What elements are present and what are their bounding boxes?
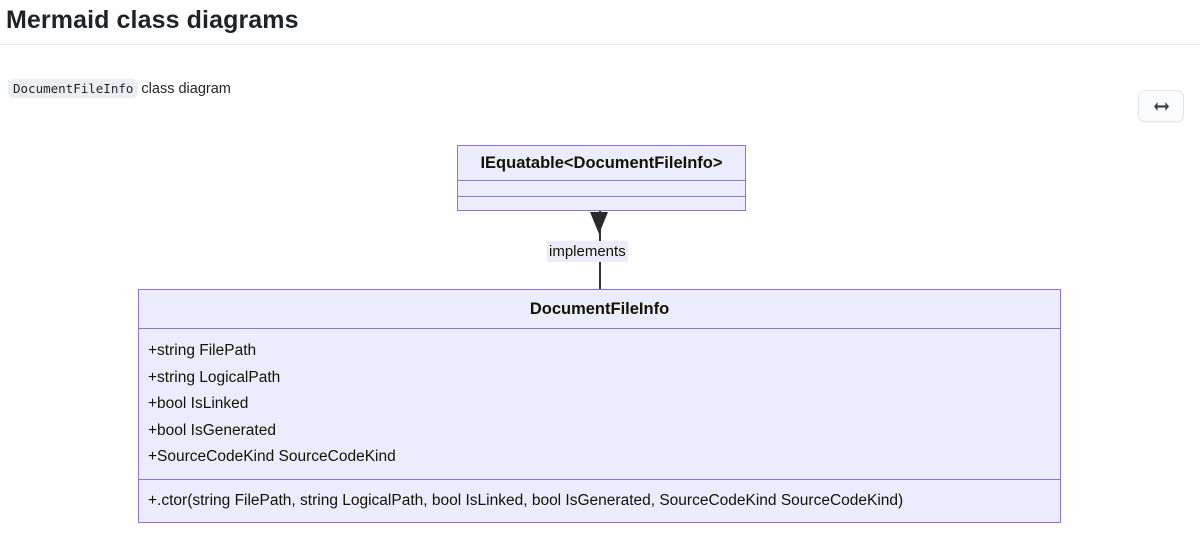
diagram-resize-button[interactable]	[1138, 90, 1184, 122]
mermaid-class-diagram: IEquatable<DocumentFileInfo> implements …	[0, 120, 1200, 543]
class-attribute-row: +SourceCodeKind SourceCodeKind	[148, 448, 396, 465]
class-node-interface[interactable]: IEquatable<DocumentFileInfo>	[457, 145, 746, 211]
caption-text: class diagram	[141, 81, 231, 97]
interface-attributes-section	[458, 181, 745, 196]
class-divider-2	[139, 478, 1060, 480]
class-attributes-section: +string FilePath +string LogicalPath +bo…	[139, 329, 1060, 479]
title-divider	[0, 44, 1200, 45]
left-right-arrow-icon	[1153, 100, 1170, 113]
interface-methods-section	[458, 197, 745, 212]
class-methods-section: +.ctor(string FilePath, string LogicalPa…	[139, 480, 1060, 521]
class-node-title: DocumentFileInfo	[529, 300, 670, 318]
relationship-arrowhead-icon	[590, 212, 608, 234]
interface-divider-1	[458, 180, 745, 181]
class-attribute-row: +string FilePath	[148, 342, 257, 359]
caption-code-badge: DocumentFileInfo	[8, 79, 139, 98]
page-title: Mermaid class diagrams	[6, 6, 299, 34]
class-attribute-row: +bool IsLinked	[148, 395, 249, 412]
class-method-row: +.ctor(string FilePath, string LogicalPa…	[148, 491, 904, 509]
class-attribute-row: +bool IsGenerated	[148, 421, 276, 439]
interface-divider-2	[458, 196, 745, 197]
class-attribute-row: +string LogicalPath	[148, 368, 281, 386]
relationship-label: implements	[547, 241, 628, 262]
interface-node-title: IEquatable<DocumentFileInfo>	[480, 154, 723, 172]
class-node-documentfileinfo[interactable]: DocumentFileInfo +string FilePath +strin…	[138, 289, 1061, 523]
class-divider-1	[139, 328, 1060, 329]
